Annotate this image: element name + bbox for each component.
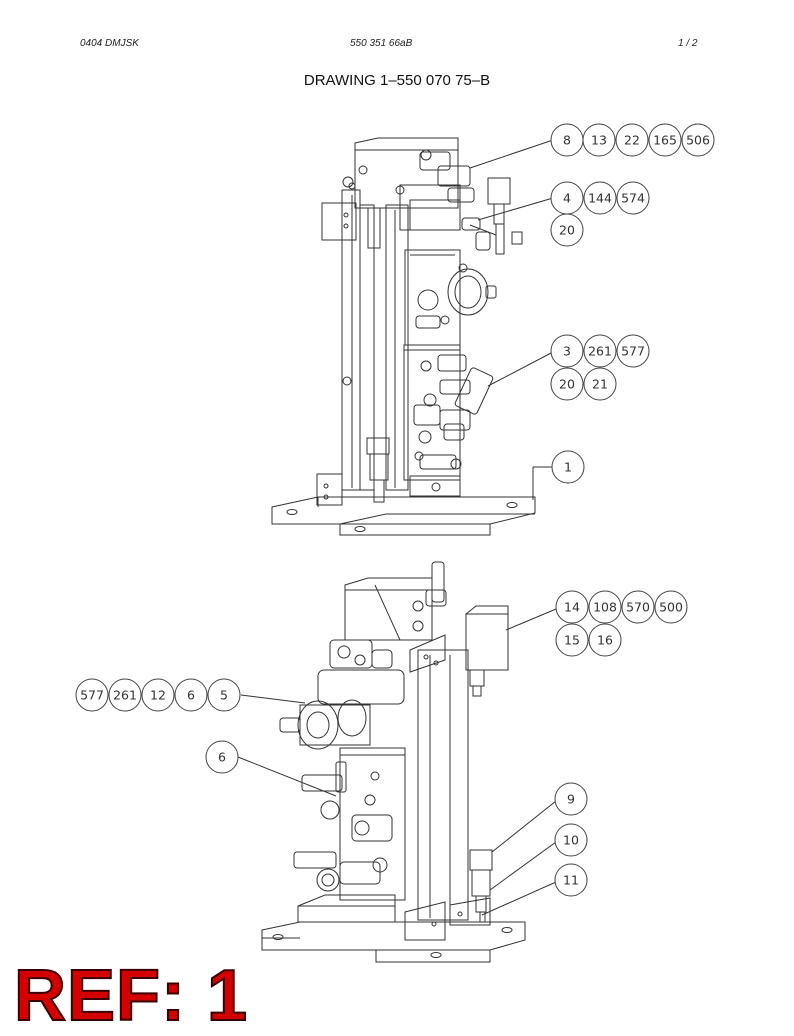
callout-label: 14 (564, 600, 580, 615)
callout-label: 108 (593, 600, 617, 615)
callout-group-bottom-1: 14 108 570 500 15 16 (555, 590, 688, 657)
callout-label: 500 (659, 600, 683, 615)
callout-label: 8 (563, 133, 571, 148)
callout-group-bottom-4: 9 10 11 (554, 782, 588, 897)
ref-stamp: REF: 1 (13, 956, 249, 1036)
callout-label: 10 (563, 833, 579, 848)
callout-label: 4 (563, 191, 571, 206)
bottom-assembly (237, 561, 557, 963)
callout-label: 570 (626, 600, 650, 615)
callout-group-bottom-2: 577 261 12 6 5 (75, 678, 241, 712)
doc-code: 0404 DMJSK (80, 38, 139, 49)
callout-label: 1 (564, 460, 572, 475)
callout-label: 21 (592, 377, 608, 392)
callout-label: 16 (597, 633, 613, 648)
callout-label: 6 (187, 688, 195, 703)
top-assembly (271, 137, 554, 536)
callout-label: 3 (563, 344, 571, 359)
callout-label: 15 (564, 633, 580, 648)
callout-label: 9 (567, 792, 575, 807)
callout-label: 574 (621, 191, 645, 206)
callout-label: 261 (588, 344, 612, 359)
callout-label: 11 (563, 873, 579, 888)
callout-label: 6 (218, 750, 226, 765)
callout-label: 261 (113, 688, 137, 703)
callout-label: 20 (559, 223, 575, 238)
callout-group-bottom-3: 6 (205, 740, 239, 774)
callout-label: 13 (591, 133, 607, 148)
callout-label: 5 (220, 688, 228, 703)
callout-label: 165 (653, 133, 677, 148)
part-number: 550 351 66aB (350, 38, 413, 49)
callout-label: 12 (150, 688, 166, 703)
callout-label: 20 (559, 377, 575, 392)
callout-label: 577 (80, 688, 104, 703)
callout-group-top-2: 4 144 574 20 (550, 181, 650, 247)
callout-group-top-3: 3 261 577 20 21 (550, 334, 650, 401)
page-indicator: 1 / 2 (678, 38, 698, 49)
callout-label: 144 (588, 191, 612, 206)
drawing-title: DRAWING 1–550 070 75–B (303, 72, 491, 89)
callout-label: 22 (624, 133, 640, 148)
callout-label: 506 (686, 133, 710, 148)
callout-label: 577 (621, 344, 645, 359)
callout-group-top-1: 8 13 22 165 506 (550, 123, 715, 157)
callout-group-top-4: 1 (551, 450, 585, 484)
